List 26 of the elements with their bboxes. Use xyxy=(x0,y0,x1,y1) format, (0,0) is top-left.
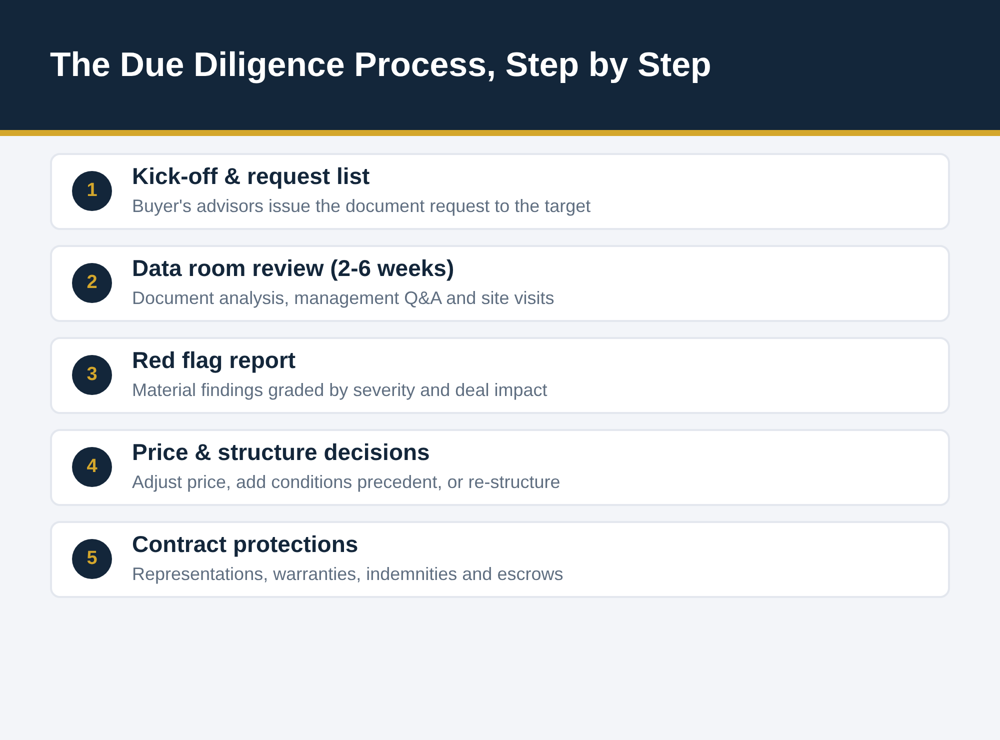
step-description: Document analysis, management Q&A and site visits xyxy=(132,287,554,309)
step-heading: Price & structure decisions xyxy=(132,438,430,466)
step-card xyxy=(50,521,950,598)
step-heading: Red flag report xyxy=(132,346,296,374)
step-heading: Kick-off & request list xyxy=(132,162,370,190)
step-number: 3 xyxy=(86,364,98,386)
step-number-circle xyxy=(72,263,112,303)
step-number: 2 xyxy=(86,272,98,294)
step-number-circle xyxy=(72,171,112,211)
page-title: The Due Diligence Process, Step by Step xyxy=(50,45,712,85)
step-description: Adjust price, add conditions precedent, or re-structure xyxy=(132,471,560,493)
step-number: 5 xyxy=(86,548,98,570)
step-description: Material findings graded by severity and deal impact xyxy=(132,379,548,401)
step-number-circle xyxy=(72,539,112,579)
step-number-circle xyxy=(72,447,112,487)
step-heading: Data room review (2-6 weeks) xyxy=(132,254,454,282)
step-heading: Contract protections xyxy=(132,530,358,558)
step-number-circle xyxy=(72,355,112,395)
step-card xyxy=(50,153,950,230)
step-number: 4 xyxy=(86,456,98,478)
step-card xyxy=(50,337,950,414)
step-number: 1 xyxy=(86,180,98,202)
step-description: Representations, warranties, indemnities and escrows xyxy=(132,563,564,585)
step-card xyxy=(50,429,950,506)
step-description: Buyer's advisors issue the document request to the target xyxy=(132,195,591,217)
step-card xyxy=(50,245,950,322)
